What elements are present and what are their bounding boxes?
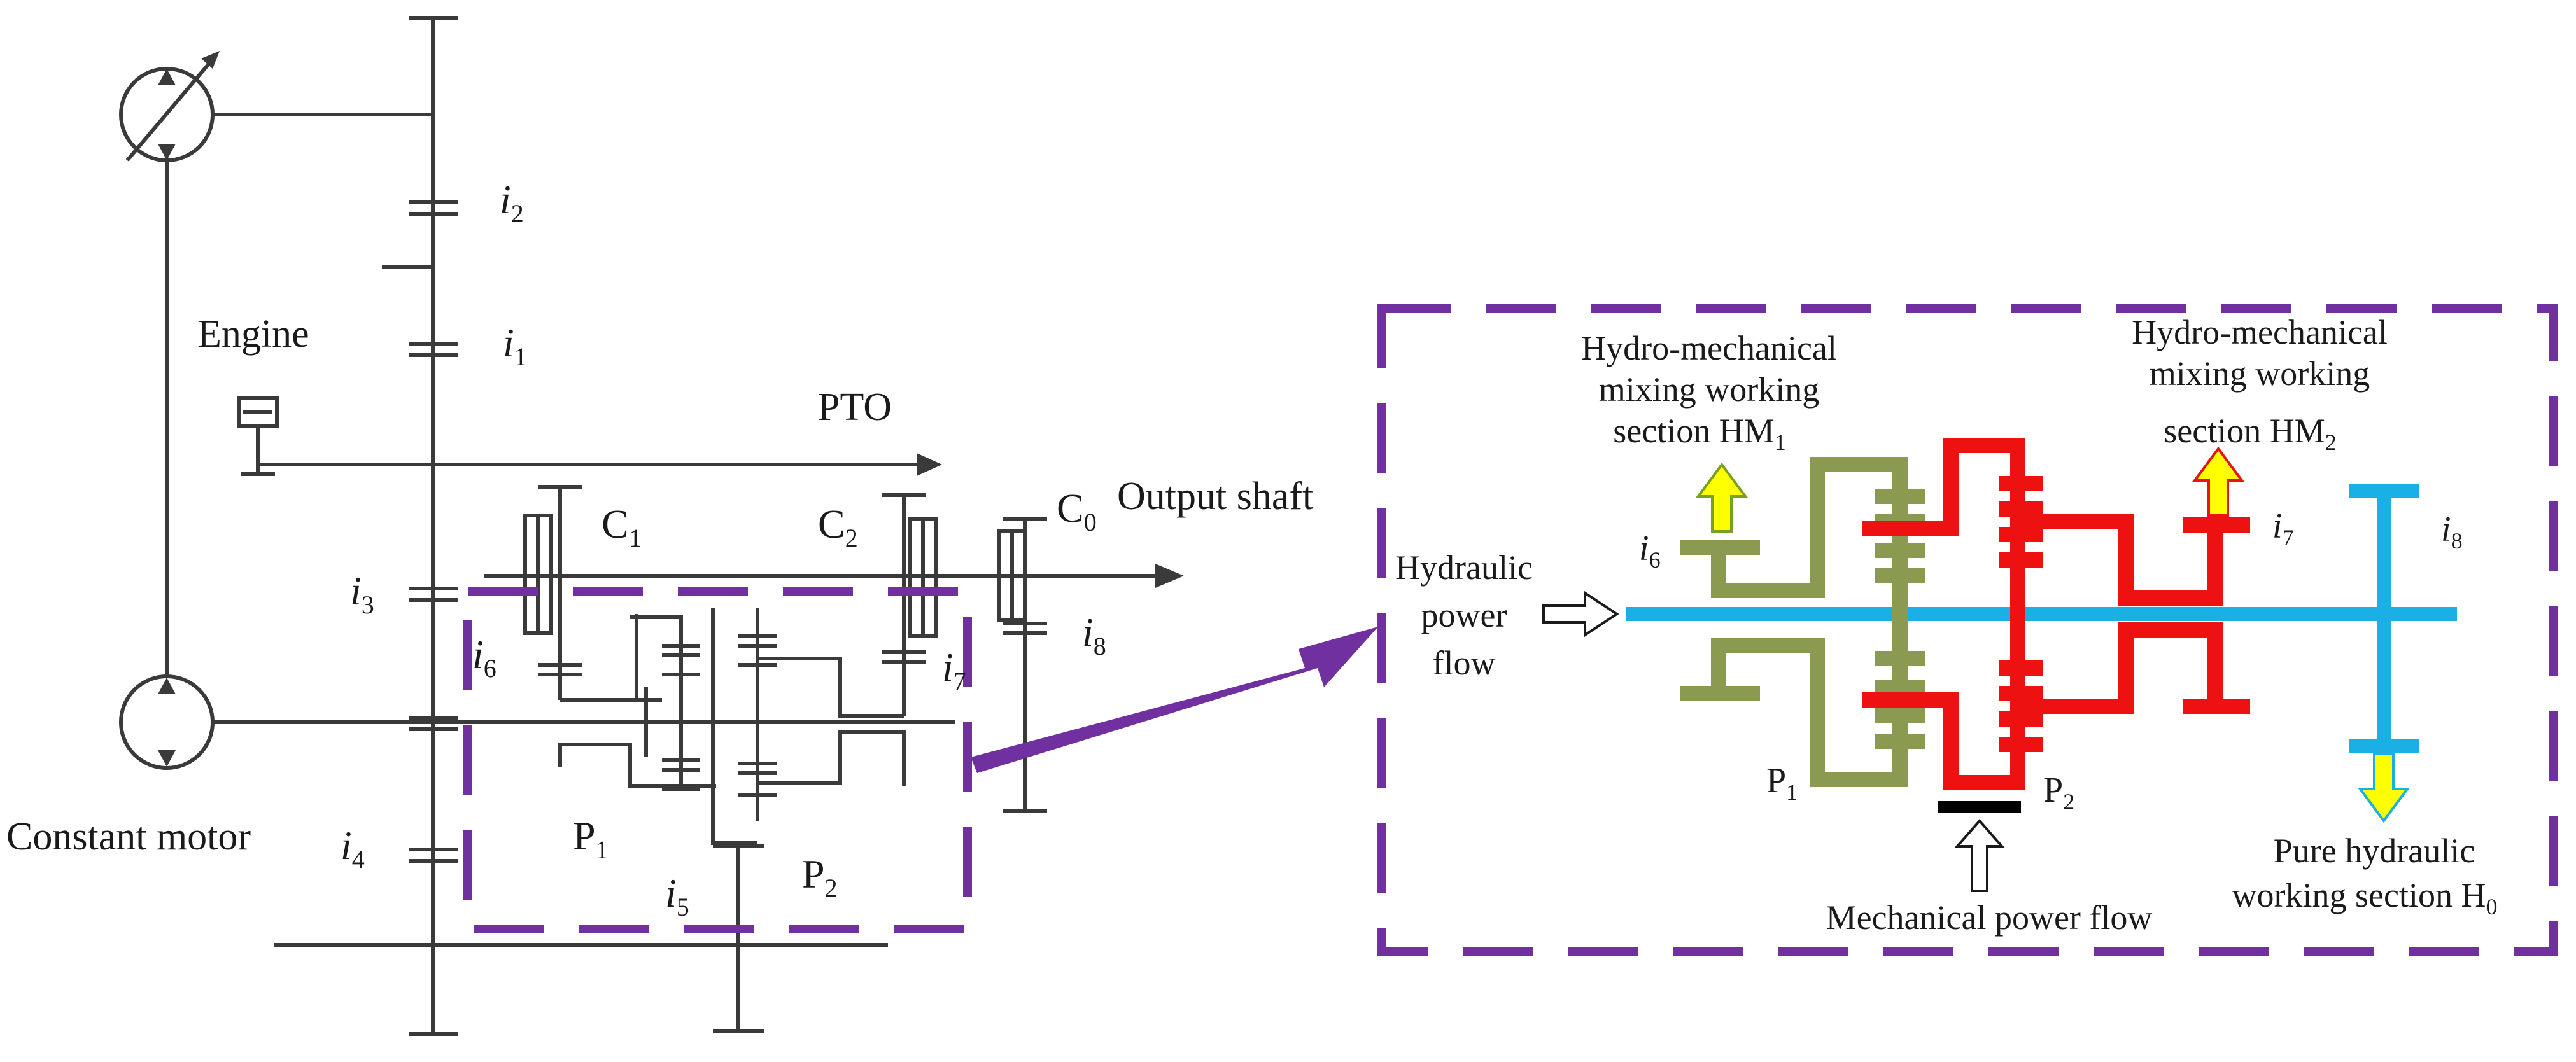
svg-text:section HM1: section HM1 <box>1613 412 1785 455</box>
i6-label-right: i6 <box>1639 529 1661 573</box>
hm2-label: Hydro-mechanical mixing working section … <box>2132 313 2388 455</box>
svg-text:Hydraulic: Hydraulic <box>1395 548 1533 587</box>
c2-label: C2 <box>818 501 858 552</box>
clutch-c2-icon <box>882 493 938 716</box>
pure-hydraulic-label: Pure hydraulic working section H0 <box>2232 832 2498 919</box>
svg-text:power: power <box>1421 596 1507 634</box>
right-dashed-frame <box>1377 304 2558 956</box>
i7-label-right: i7 <box>2272 507 2294 550</box>
hm1-flow-arrow <box>1696 462 1748 533</box>
output-shaft <box>433 564 1184 724</box>
zoom-arrow <box>971 627 1378 773</box>
main-vertical-shaft <box>213 16 888 1036</box>
planetary-sets-left <box>558 608 906 1033</box>
left-labels: Engine PTO Output shaft Constant motor C… <box>6 177 1313 921</box>
p1-label-left: P1 <box>573 813 609 864</box>
constant-motor-icon <box>119 674 215 770</box>
i3-label: i3 <box>350 568 374 619</box>
engine-label: Engine <box>197 312 309 356</box>
svg-text:Pure hydraulic: Pure hydraulic <box>2274 832 2475 870</box>
i4-label: i4 <box>341 823 365 874</box>
svg-text:flow: flow <box>1433 644 1496 682</box>
i5-label: i5 <box>665 870 689 921</box>
c0-label: C0 <box>1057 486 1097 536</box>
hm1-label: Hydro-mechanical mixing working section … <box>1581 329 1837 455</box>
c1-label: C1 <box>602 501 642 552</box>
flow-arrows <box>1542 446 2410 892</box>
pto-label: PTO <box>818 386 892 429</box>
svg-text:mixing working: mixing working <box>2150 354 2370 393</box>
svg-text:Hydro-mechanical: Hydro-mechanical <box>2132 313 2388 351</box>
right-enlarged-diagram <box>1377 304 2558 956</box>
red-p2-set <box>1862 438 2250 790</box>
mechanical-flow-label: Mechanical power flow <box>1826 898 2153 937</box>
i1-label: i1 <box>503 320 527 371</box>
svg-text:mixing working: mixing working <box>1599 370 1820 409</box>
svg-text:working section H0: working section H0 <box>2232 876 2498 919</box>
clutch-c1-icon <box>523 485 662 702</box>
left-schematic <box>119 16 1378 1036</box>
mechanical-flow-arrow <box>1954 818 2005 892</box>
p2-label-left: P2 <box>802 851 838 902</box>
hydraulic-flow-arrow <box>1542 590 1619 638</box>
hydraulic-flow-label: Hydraulic power flow <box>1395 548 1533 682</box>
clutch-c0-icon <box>997 517 1047 813</box>
green-p1-set <box>1680 457 1925 787</box>
i2-label: i2 <box>500 177 524 228</box>
output-shaft-label: Output shaft <box>1117 475 1313 518</box>
blue-hydraulic-shaft <box>1626 484 2457 753</box>
i8-label-left: i8 <box>1082 610 1106 660</box>
variable-pump-icon <box>119 51 220 162</box>
h0-flow-arrow <box>2358 753 2410 823</box>
svg-text:Hydro-mechanical: Hydro-mechanical <box>1581 329 1837 367</box>
p1-label-right: P1 <box>1766 761 1798 805</box>
i8-label-right: i8 <box>2441 510 2463 554</box>
svg-text:section HM2: section HM2 <box>2164 412 2336 455</box>
engine-pto-shaft <box>237 396 942 476</box>
i7-label-left: i7 <box>942 645 966 695</box>
i6-label-left: i6 <box>472 632 496 683</box>
constant-motor-label: Constant motor <box>6 815 251 858</box>
hm2-flow-arrow <box>2192 446 2244 517</box>
left-dashed-frame <box>463 587 972 933</box>
right-labels: Hydro-mechanical mixing working section … <box>1395 313 2497 937</box>
p2-label-right: P2 <box>2043 771 2074 814</box>
